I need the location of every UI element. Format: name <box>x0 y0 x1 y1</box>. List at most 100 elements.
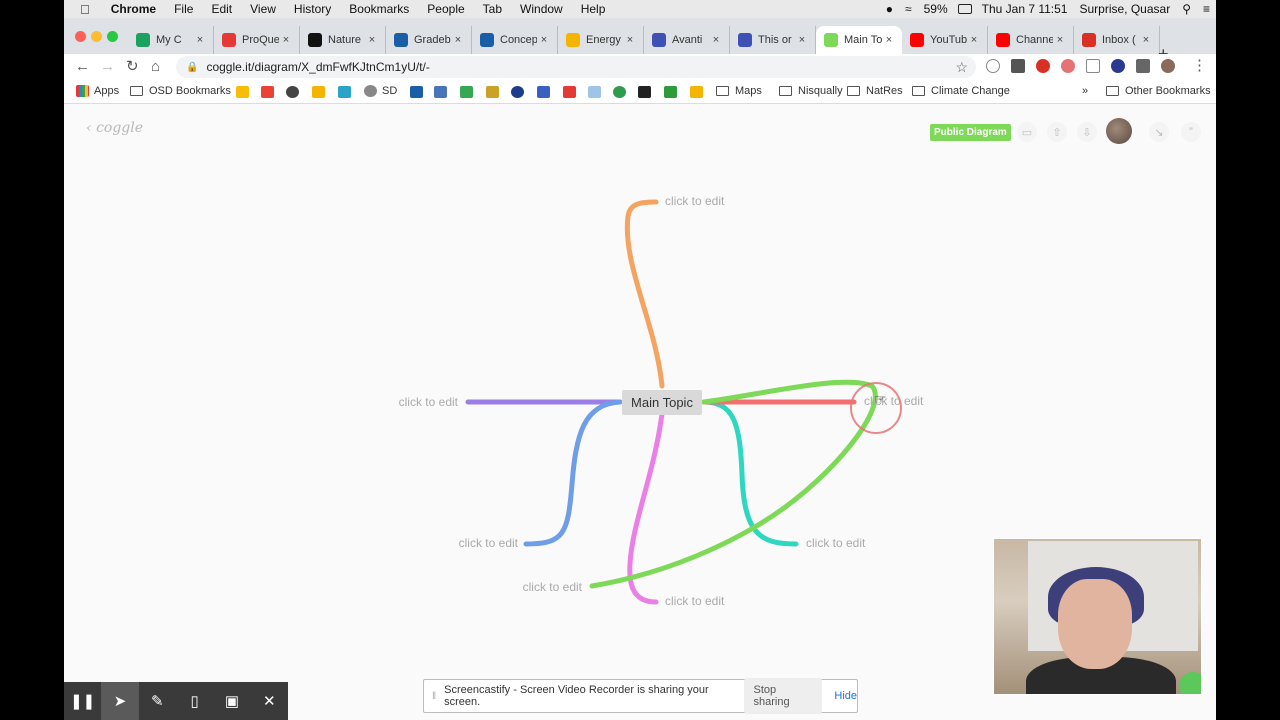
battery-percent[interactable]: 59% <box>923 2 948 16</box>
reload-icon[interactable]: ↻ <box>126 58 139 75</box>
forward-icon[interactable]: → <box>100 58 115 75</box>
bookmark-maps[interactable]: Maps <box>716 85 762 97</box>
bookmark-calc-icon[interactable] <box>537 86 550 98</box>
bookmark-feather-icon[interactable] <box>588 86 601 98</box>
bookmark-w-icon[interactable] <box>312 86 325 98</box>
menu-help[interactable]: Help <box>570 2 606 16</box>
tab-close-icon[interactable]: × <box>1056 34 1064 46</box>
bookmark-person-icon[interactable] <box>410 86 423 98</box>
extension-screencastify-icon[interactable] <box>1036 59 1050 73</box>
branch-node-label[interactable]: click to edit <box>665 594 725 608</box>
wifi-icon[interactable]: ≈ <box>905 2 912 16</box>
branch-node-label[interactable]: click to edit <box>523 580 583 594</box>
collaborator-avatar[interactable] <box>1106 118 1132 144</box>
branch-green[interactable] <box>589 379 878 589</box>
tab-close-icon[interactable]: × <box>626 34 634 46</box>
browser-tab[interactable]: Channe× <box>988 26 1074 54</box>
drive-icon[interactable] <box>236 86 249 98</box>
bookmark-shirt-icon[interactable] <box>338 86 351 98</box>
extension-clock-icon[interactable] <box>986 59 1000 73</box>
menu-people[interactable]: People <box>417 2 464 16</box>
close-icon[interactable]: ✕ <box>263 693 276 710</box>
address-bar[interactable]: 🔒 coggle.it/diagram/X_dmFwfKJtnCm1yU/t/-… <box>176 56 976 78</box>
bookmark-shield-icon[interactable] <box>638 86 651 98</box>
bookmark-sd[interactable]: SD <box>364 85 397 97</box>
comments-icon[interactable]: ” <box>1181 122 1201 142</box>
battery-icon[interactable] <box>957 4 972 14</box>
bookmark-grid-icon[interactable] <box>434 86 447 98</box>
bookmarks-overflow-icon[interactable]: » <box>1082 85 1089 97</box>
tab-close-icon[interactable]: × <box>1142 34 1150 46</box>
menu-file[interactable]: File <box>164 2 193 16</box>
menu-app-name[interactable]: Chrome <box>101 2 156 16</box>
branch-node-label[interactable]: click to edit <box>459 536 519 550</box>
bookmark-other[interactable]: Other Bookmarks <box>1106 85 1211 97</box>
eraser-icon[interactable]: ▯ <box>190 693 199 710</box>
lock-icon[interactable]: 🔒 <box>186 61 199 73</box>
tab-close-icon[interactable]: × <box>885 34 893 46</box>
mind-map-canvas[interactable]: click to edit click to edit click to edit c… <box>64 104 1216 720</box>
branch-node-label[interactable]: click to edit <box>806 536 866 550</box>
spotlight-icon[interactable]: ⚲ <box>1182 2 1191 16</box>
gmail-icon[interactable] <box>261 86 274 98</box>
menu-tab[interactable]: Tab <box>472 2 502 16</box>
tab-close-icon[interactable]: × <box>712 34 720 46</box>
bookmark-s-icon[interactable] <box>690 86 703 98</box>
browser-tab[interactable]: Energy× <box>558 26 644 54</box>
pen-icon[interactable]: ✎ <box>151 693 164 710</box>
browser-tab[interactable]: Gradeb× <box>386 26 472 54</box>
bookmark-noaa-icon[interactable] <box>511 86 524 98</box>
bookmark-red-icon[interactable] <box>563 86 576 98</box>
profile-avatar[interactable] <box>1161 59 1175 73</box>
drag-handle-icon[interactable]: ‖ <box>432 690 437 702</box>
menu-edit[interactable]: Edit <box>201 2 232 16</box>
browser-tab[interactable]: My C× <box>128 26 214 54</box>
window-minimize-button[interactable] <box>91 31 102 42</box>
window-zoom-button[interactable] <box>107 31 118 42</box>
branch-node-label[interactable]: click to edit <box>665 194 725 208</box>
control-center-icon[interactable]: ≡ <box>1202 2 1210 16</box>
upload-icon[interactable]: ⇧ <box>1047 122 1067 142</box>
bookmark-apps[interactable]: Apps <box>76 85 119 97</box>
browser-tab[interactable]: Inbox (× <box>1074 26 1160 54</box>
bookmark-natres[interactable]: NatRes <box>847 85 903 97</box>
extension-doc-icon[interactable] <box>1086 59 1100 73</box>
tab-close-icon[interactable]: × <box>282 34 290 46</box>
bookmark-lines-icon[interactable] <box>486 86 499 98</box>
browser-tab[interactable]: ProQue× <box>214 26 300 54</box>
main-topic-node[interactable]: Main Topic <box>622 390 702 415</box>
apple-icon[interactable]:  <box>64 2 102 17</box>
browser-tab[interactable]: This or× <box>730 26 816 54</box>
stop-sharing-button[interactable]: Stop sharing <box>743 678 823 714</box>
clock[interactable]: Thu Jan 7 11:51 <box>981 2 1068 16</box>
cursor-icon[interactable]: ➤ <box>101 682 139 720</box>
bookmark-star-icon[interactable]: ☆ <box>955 58 968 75</box>
menu-history[interactable]: History <box>284 2 331 16</box>
branch-pink[interactable] <box>627 411 665 605</box>
bookmark-green-icon[interactable] <box>460 86 473 98</box>
tab-close-icon[interactable]: × <box>540 34 548 46</box>
tab-close-icon[interactable]: × <box>368 34 376 46</box>
history-icon[interactable]: ↘ <box>1149 122 1169 142</box>
present-icon[interactable]: ▭ <box>1017 122 1037 142</box>
window-close-button[interactable] <box>75 31 86 42</box>
back-icon[interactable]: ← <box>75 58 90 75</box>
tab-close-icon[interactable]: × <box>970 34 978 46</box>
webcam-overlay[interactable] <box>993 538 1202 695</box>
user-name[interactable]: Surprise, Quasar <box>1079 2 1171 16</box>
coggle-logo[interactable]: ‹ coggle <box>86 120 144 136</box>
extensions-puzzle-icon[interactable] <box>1136 59 1150 73</box>
tab-close-icon[interactable]: × <box>454 34 462 46</box>
browser-tab[interactable]: Nature× <box>300 26 386 54</box>
branch-node-label[interactable]: click to edit <box>864 394 924 408</box>
menu-window[interactable]: Window <box>510 2 563 16</box>
bookmark-check-icon[interactable] <box>613 86 626 98</box>
download-icon[interactable]: ⇩ <box>1077 122 1097 142</box>
bookmark-nisqually[interactable]: Nisqually <box>779 85 843 97</box>
extension-red-icon[interactable] <box>1061 59 1075 73</box>
browser-tab[interactable]: Concep× <box>472 26 558 54</box>
branch-orange[interactable] <box>624 199 665 389</box>
menu-view[interactable]: View <box>240 2 276 16</box>
browser-tab[interactable]: YouTub× <box>902 26 988 54</box>
public-diagram-badge[interactable]: Public Diagram <box>930 124 1011 141</box>
